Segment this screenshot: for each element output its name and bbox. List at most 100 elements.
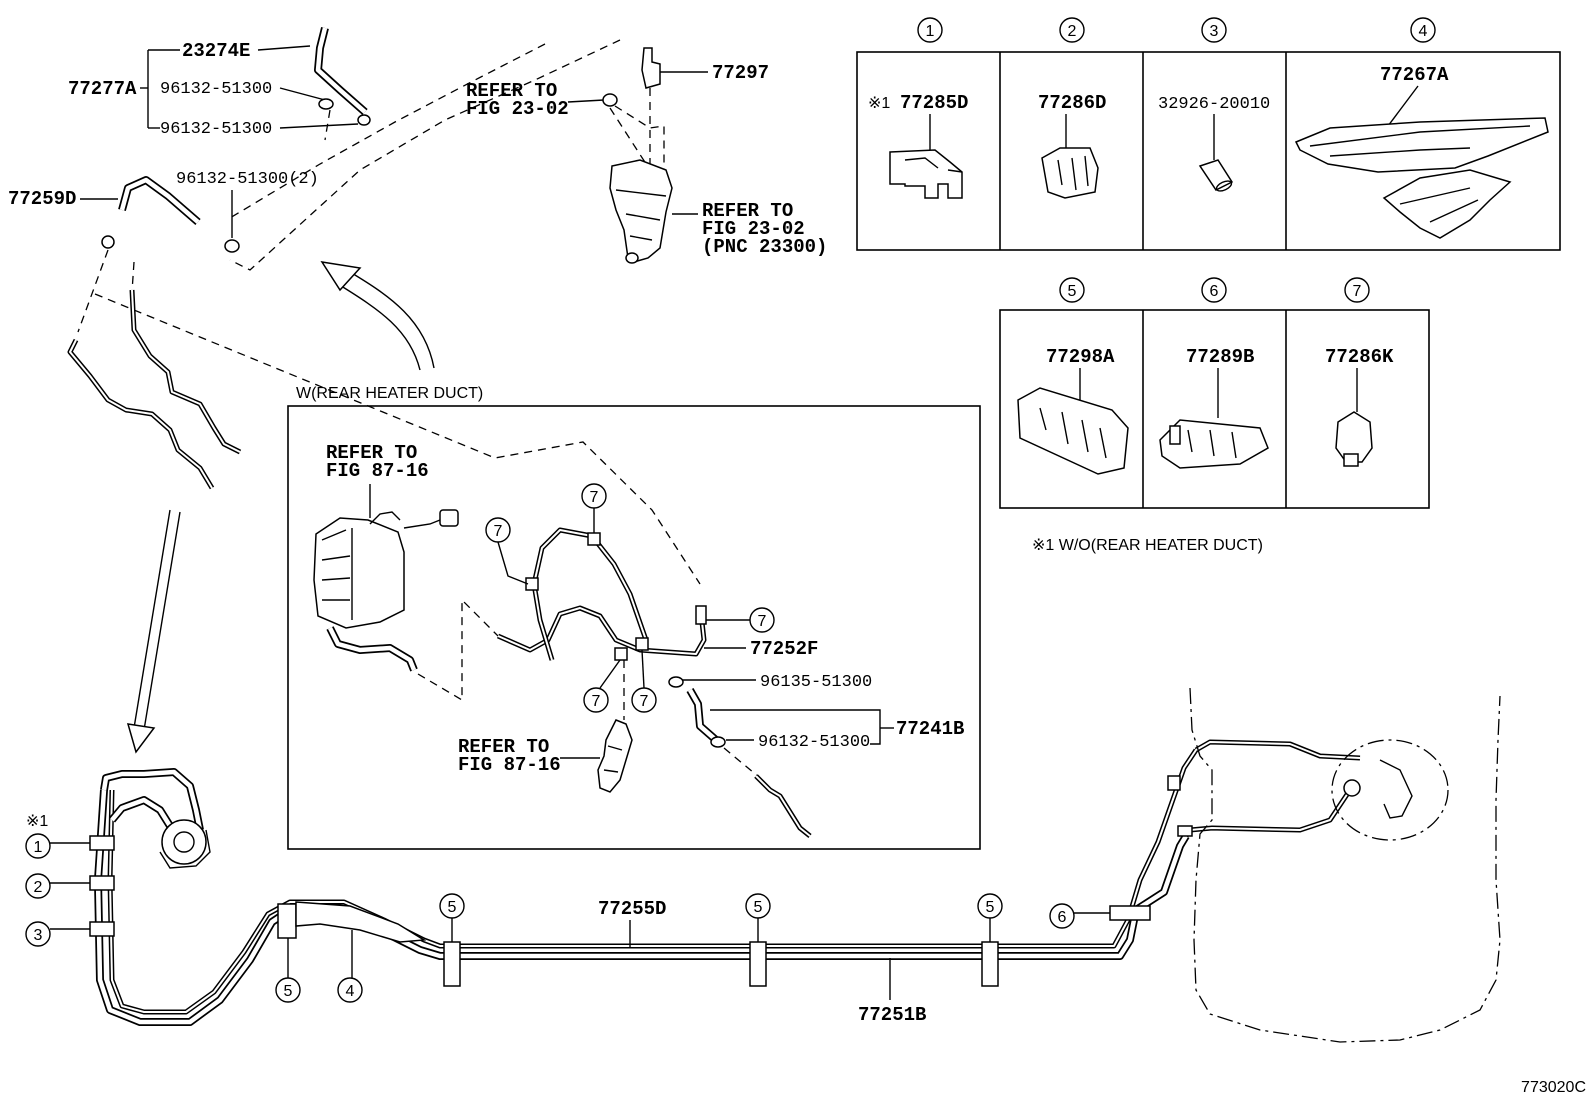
clip-7-c <box>614 647 628 661</box>
refer-to-3: REFER TO <box>326 442 417 464</box>
charcoal-canister <box>609 159 673 263</box>
canister-group: 77297 REFER TO FIG 23-02 REFER TO FIG 23… <box>466 47 827 264</box>
svg-text:5: 5 <box>754 899 763 916</box>
legend-part-77267A: 77267A <box>1380 64 1449 86</box>
callout-2-pipe: 2 <box>25 873 90 899</box>
clamp-5-start <box>277 903 297 939</box>
legend-part-77298A: 77298A <box>1046 346 1115 368</box>
svg-text:1: 1 <box>34 839 43 856</box>
legend-callout-4: 4 <box>1410 17 1436 43</box>
callout-7-5: 7 <box>631 649 657 713</box>
hose-assembly-top: 23274E 77277A 96132-51300 96132-51300 <box>68 27 371 141</box>
curved-arrow <box>320 260 435 371</box>
callout-6-pipe: 6 <box>1049 903 1110 929</box>
label-96132-2: 96132-51300(2) <box>176 170 319 189</box>
note-wo-rear-heater-duct: ※1 W/O(REAR HEATER DUCT) <box>1032 537 1263 554</box>
vent-valve-77297 <box>641 47 661 89</box>
callout-3-pipe: 3 <box>25 921 90 947</box>
refer-to-2: REFER TO <box>702 200 793 222</box>
svg-text:5: 5 <box>986 899 995 916</box>
clamp-5-a <box>443 941 461 987</box>
clamp-5-c <box>981 941 999 987</box>
label-w-rear-heater-duct: W(REAR HEATER DUCT) <box>296 385 483 402</box>
clip-3-on-pipe <box>89 921 115 937</box>
fuel-tank-outline <box>1189 687 1501 1043</box>
clip-77286K-icon <box>1335 411 1373 467</box>
svg-text:7: 7 <box>758 613 767 630</box>
label-77297: 77297 <box>712 62 769 84</box>
legend-part-77289B: 77289B <box>1186 346 1254 368</box>
callout-4-pipe: 4 <box>337 930 363 1003</box>
refer-fig-23-02-2: FIG 23-02 <box>702 218 805 240</box>
legend-part-77286K: 77286K <box>1325 346 1394 368</box>
refer-fig-23-02-1: FIG 23-02 <box>466 98 569 120</box>
callout-5-start: 5 <box>275 938 301 1003</box>
refer-to-4: REFER TO <box>458 736 549 758</box>
legend-callout-2: 2 <box>1059 17 1085 43</box>
sleeve-32926-icon <box>1198 159 1234 192</box>
protector-4 <box>295 901 427 943</box>
refer-fig-87-16-2: FIG 87-16 <box>458 754 561 776</box>
label-96135: 96135-51300 <box>760 673 872 692</box>
legend-part-77286D: 77286D <box>1038 92 1106 114</box>
legend-callout-3: 3 <box>1201 17 1227 43</box>
refer-pnc-23300: (PNC 23300) <box>702 236 827 258</box>
svg-text:7: 7 <box>590 489 599 506</box>
clip-7-d <box>635 637 649 651</box>
clip-77286D-icon <box>1041 147 1099 199</box>
clip-1-on-pipe <box>89 835 115 851</box>
svg-text:6: 6 <box>1058 909 1067 926</box>
bracket-part <box>597 719 633 793</box>
legend-note-mark: ※1 <box>868 95 890 112</box>
svg-text:4: 4 <box>1419 23 1428 40</box>
label-77277A: 77277A <box>68 78 137 100</box>
label-77259D: 77259D <box>8 188 76 210</box>
label-96132-b: 96132-51300 <box>160 120 272 139</box>
svg-text:7: 7 <box>640 693 649 710</box>
svg-text:7: 7 <box>592 693 601 710</box>
label-77251B: 77251B <box>858 1004 926 1026</box>
clamp-6 <box>1109 905 1151 921</box>
callout-7-3: 7 <box>706 607 775 633</box>
note-mark-1: ※1 <box>26 813 48 830</box>
callout-5-b: 5 <box>745 893 771 942</box>
svg-text:2: 2 <box>1068 23 1077 40</box>
hose-clip-b <box>357 114 371 126</box>
clamp-77298A-icon <box>1017 387 1129 475</box>
clip-77285D-icon <box>889 149 963 199</box>
tube-routing-left <box>67 289 242 490</box>
legend-table-row1: 1 2 3 4 ※1 77285D 77286D 32926-20010 <box>856 17 1561 251</box>
long-arrow <box>126 509 181 754</box>
label-77241B: 77241B <box>896 718 964 740</box>
label-96132-a: 96132-51300 <box>160 80 272 99</box>
callout-5-c: 5 <box>977 893 1003 942</box>
svg-text:5: 5 <box>1068 283 1077 300</box>
callout-1-pipe: 1 <box>25 833 90 859</box>
legend-callout-6: 6 <box>1201 277 1227 303</box>
label-77255D: 77255D <box>598 898 666 920</box>
inset-content: REFER TO FIG 87-16 7 7 <box>313 442 964 838</box>
label-23274E: 23274E <box>182 40 250 62</box>
refer-fig-87-16-1: FIG 87-16 <box>326 460 429 482</box>
callout-7-4: 7 <box>583 659 621 713</box>
clamp-5-b <box>749 941 767 987</box>
clamp-77289B-icon <box>1159 419 1269 469</box>
svg-text:3: 3 <box>34 927 43 944</box>
svg-text:2: 2 <box>34 879 43 896</box>
legend-callout-5: 5 <box>1059 277 1085 303</box>
callout-7-1: 7 <box>581 483 607 533</box>
legend-table-row2: 5 6 7 77298A 77289B 77286K <box>999 277 1430 509</box>
svg-text:7: 7 <box>1353 283 1362 300</box>
legend-callout-7: 7 <box>1344 277 1370 303</box>
svg-text:7: 7 <box>494 523 503 540</box>
label-96132-c: 96132-51300 <box>758 733 870 752</box>
svg-text:3: 3 <box>1210 23 1219 40</box>
figure-code: 773020C <box>1521 1079 1586 1096</box>
main-pipe-route <box>89 739 1361 1026</box>
callout-7-2: 7 <box>485 517 529 585</box>
legend-part-32926: 32926-20010 <box>1158 95 1270 114</box>
hose-clip-a <box>318 98 334 110</box>
legend-row2-frame <box>999 309 1430 509</box>
svg-text:5: 5 <box>448 899 457 916</box>
